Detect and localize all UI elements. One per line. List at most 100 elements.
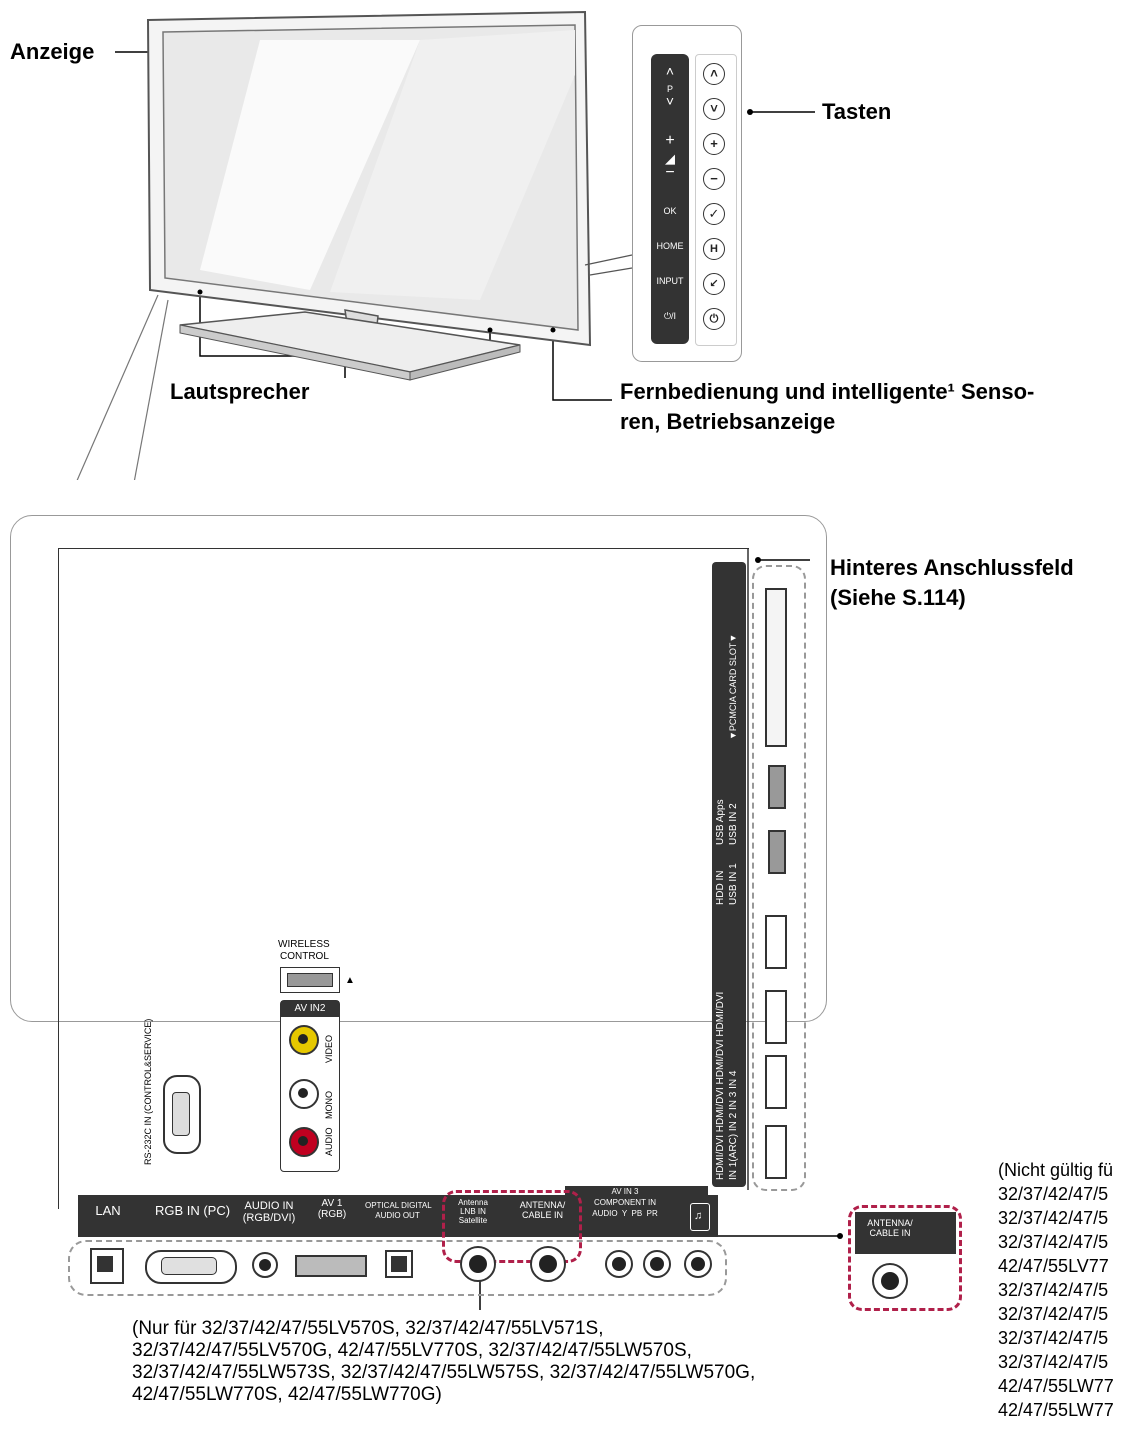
mono-label: MONO	[324, 1091, 334, 1119]
hdmi-label-top: HDMI/DVI HDMI/DVI HDMI/DVI HDMI/DVI	[715, 991, 726, 1180]
antenna-label-line2: CABLE IN	[521, 1210, 563, 1220]
audio-label: AUDIO	[324, 1127, 334, 1156]
sat-label-line1: Antenna	[458, 1198, 488, 1207]
video-jack[interactable]	[289, 1025, 319, 1055]
lan-port[interactable]	[90, 1248, 124, 1284]
channel-down-glyph: ˅	[665, 93, 675, 109]
input-label: INPUT	[656, 276, 684, 286]
optical-port-socket	[391, 1256, 407, 1272]
headphone-jack[interactable]	[684, 1250, 712, 1278]
home-icon[interactable]: H	[703, 238, 725, 260]
bottom-port-label-strip	[78, 1195, 718, 1237]
antenna-only-port[interactable]	[872, 1263, 908, 1299]
headphone-icon-box: ♫	[690, 1203, 710, 1231]
sat-label-line2: LNB IN	[460, 1207, 486, 1216]
rear-panel-outline	[58, 548, 749, 1209]
rgb-in-label: RGB IN (PC)	[154, 1203, 231, 1218]
hdmi-in-1-port[interactable]	[765, 915, 787, 969]
speakers-label: Lautsprecher	[170, 379, 310, 404]
component-audio-jack[interactable]	[605, 1250, 633, 1278]
hdmi-in-3-port[interactable]	[765, 1055, 787, 1109]
bottom-model-note: (Nur für 32/37/42/47/55LV570S, 32/37/42/…	[132, 1318, 756, 1405]
antenna-only-port-center	[881, 1272, 899, 1290]
antenna-cable-in-port[interactable]	[530, 1246, 566, 1282]
sensors-label-line1: Fernbedienung und intelligente¹ Senso-	[620, 379, 1035, 404]
rear-panel-label-line1: Hinteres Anschlussfeld	[830, 555, 1074, 580]
right-model-note: (Nicht gültig fü 32/37/42/47/5 32/37/42/…	[998, 1160, 1114, 1420]
side-port-label-strip	[712, 562, 746, 1187]
wireless-control-port[interactable]	[287, 973, 333, 987]
rear-panel-zoom-frame	[10, 515, 827, 1022]
usb1-label-line2: USB IN 1	[728, 863, 739, 905]
av-in3-label-strip	[565, 1186, 708, 1200]
sensors-label-line2: ren, Betriebsanzeige	[620, 409, 836, 434]
antenna-only-label-line1: ANTENNA/	[867, 1218, 913, 1228]
component-y-center	[650, 1257, 664, 1271]
audio-in-label-line2: (RGB/DVI)	[242, 1212, 296, 1224]
av-in3-label-line2: COMPONENT IN	[593, 1198, 657, 1207]
satellite-antenna-highlight	[442, 1190, 582, 1263]
check-icon[interactable]: ✓	[703, 203, 725, 225]
wireless-arrow-icon: ▲	[345, 975, 355, 986]
chevron-up-icon[interactable]: ˄	[703, 63, 725, 85]
button-strip	[651, 54, 689, 344]
component-y-jack[interactable]	[643, 1250, 671, 1278]
video-jack-center	[298, 1034, 308, 1044]
audio-right-jack[interactable]	[289, 1127, 319, 1157]
side-ports-group	[752, 565, 806, 1191]
headphone-jack-center	[691, 1257, 705, 1271]
antenna-only-label-line2: CABLE IN	[869, 1228, 911, 1238]
rgb-in-pins	[161, 1257, 217, 1275]
minus-icon[interactable]: −	[703, 168, 725, 190]
optical-audio-out-port[interactable]	[385, 1250, 413, 1278]
rs232c-label: RS-232C IN (CONTROL&SERVICE)	[143, 1018, 153, 1165]
lan-port-socket	[97, 1256, 113, 1272]
display-label: Anzeige	[10, 39, 95, 64]
av1-label-line2: (RGB)	[317, 1209, 347, 1220]
hdmi-in-2-port[interactable]	[765, 990, 787, 1044]
audio-left-jack[interactable]	[289, 1079, 319, 1109]
channel-label: P	[666, 84, 673, 94]
hdmi-in-4-port[interactable]	[765, 1125, 787, 1179]
headphone-icon: ♫	[694, 1210, 703, 1222]
satellite-lnb-in-port[interactable]	[460, 1246, 496, 1282]
power-label: ⏻/I	[663, 311, 677, 321]
video-label: VIDEO	[324, 1034, 334, 1063]
rear-panel-label-line2: (Siehe S.114)	[830, 585, 966, 610]
home-label: HOME	[656, 241, 684, 251]
antenna-port-center	[539, 1255, 557, 1273]
optical-label-line1: OPTICAL DIGITAL	[365, 1201, 432, 1210]
usb-in-1-port[interactable]	[768, 830, 786, 874]
tv-front-illustration	[76, 10, 815, 480]
usb1-label-line1: HDD IN	[715, 870, 726, 905]
antenna-label-line1: ANTENNA/	[519, 1200, 566, 1210]
wireless-label-line2: CONTROL	[280, 951, 329, 962]
pcmcia-card-slot[interactable]	[765, 588, 787, 747]
av-in2-label: AV IN2	[281, 1001, 339, 1017]
input-icon[interactable]: ↙	[703, 273, 725, 295]
volume-glyph: ◢	[665, 151, 675, 166]
power-icon[interactable]: ⏻	[703, 308, 725, 330]
usb2-label-line1: USB Apps	[715, 799, 726, 845]
audio-in-jack[interactable]	[252, 1252, 278, 1278]
audio-right-jack-center	[298, 1136, 308, 1146]
rs232c-port[interactable]	[163, 1075, 201, 1154]
wireless-control-port-frame	[280, 967, 340, 993]
rgb-in-port[interactable]	[145, 1250, 237, 1284]
usb-in-2-port[interactable]	[768, 765, 786, 809]
optical-label-line2: AUDIO OUT	[375, 1211, 420, 1220]
av-in3-label-line1: AV IN 3	[611, 1187, 639, 1196]
av1-scart-port[interactable]	[295, 1255, 367, 1277]
hdmi-label-bottom: IN 1(ARC) IN 2 IN 3 IN 4	[728, 1070, 739, 1180]
av-in2-group: AV IN2 VIDEO MONO AUDIO	[280, 1000, 340, 1172]
usb2-label-line2: USB IN 2	[728, 803, 739, 845]
wireless-label-line1: WIRELESS	[278, 939, 330, 950]
chevron-down-icon[interactable]: ˅	[703, 98, 725, 120]
channel-up-glyph: ˄	[665, 63, 675, 79]
component-audio-center	[612, 1257, 626, 1271]
av1-label-line1: AV 1	[321, 1198, 343, 1209]
pcmcia-label: ▼PCMCIA CARD SLOT▼	[728, 633, 738, 740]
buttons-label: Tasten	[822, 99, 892, 124]
rs232c-pins	[172, 1092, 190, 1136]
plus-icon[interactable]: +	[703, 133, 725, 155]
